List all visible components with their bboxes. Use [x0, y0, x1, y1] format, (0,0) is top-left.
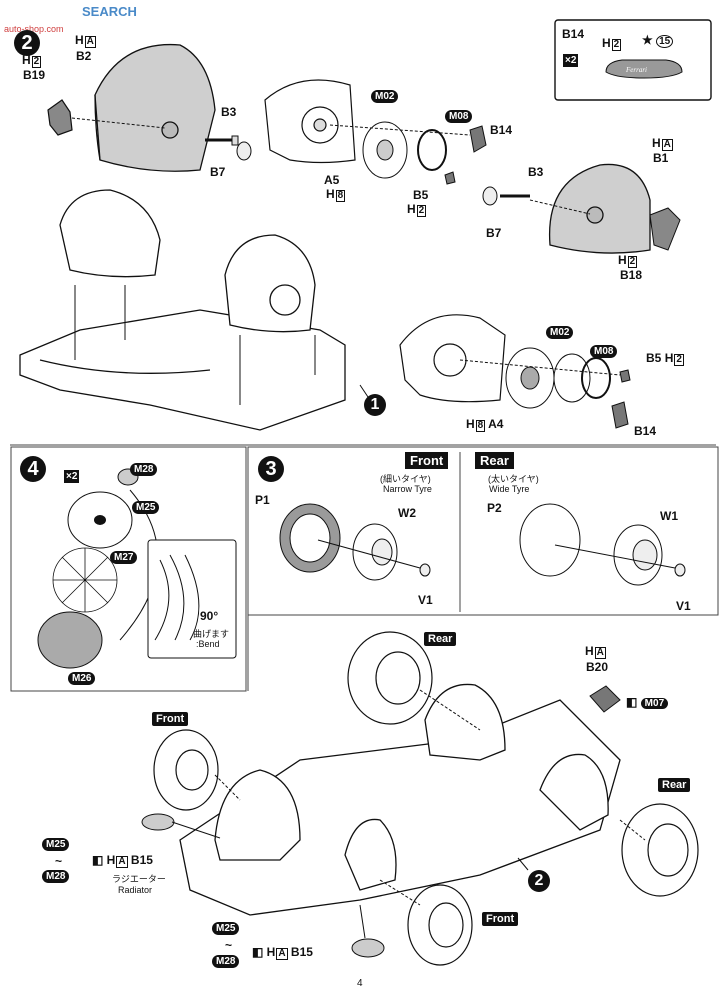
label-b5a: B5 — [413, 188, 429, 202]
rear-tyre-p2 — [519, 503, 581, 577]
radiator2-range-top: M25 — [212, 922, 240, 935]
main-chassis — [179, 683, 621, 916]
label-b14a: B14 — [490, 123, 513, 137]
svg-text:Ferrari: Ferrari — [625, 66, 647, 74]
label-m02a: M02 — [371, 90, 399, 103]
radiator1-jp: ラジエーター — [112, 874, 166, 884]
radiator1-tilde: ~ — [55, 854, 63, 868]
rear-header: Rear — [475, 452, 514, 469]
radiator1-en: Radiator — [118, 885, 153, 895]
wheel-arch-b1 — [548, 163, 651, 254]
rear-en: Wide Tyre — [489, 484, 530, 494]
label-m02b: M02 — [546, 326, 574, 339]
bend-jp: 曲げます — [193, 629, 230, 639]
front-header: Front — [405, 452, 449, 469]
rear-jp: (太いタイヤ) — [488, 474, 539, 484]
label-v1-front: V1 — [418, 593, 433, 607]
label-b7a: B7 — [210, 165, 226, 179]
label-b2: B2 — [76, 49, 92, 63]
radiator2-tilde: ~ — [225, 938, 233, 952]
label-m07: ◧ M07 — [626, 696, 669, 710]
bend-en: :Bend — [196, 639, 220, 649]
step-2-number: 2 — [14, 30, 40, 56]
hub-assembly-a5 — [264, 79, 356, 164]
label-b14b: B14 — [634, 424, 657, 438]
sub-step-1: 1 — [364, 394, 386, 416]
label-b3b: B3 — [528, 165, 544, 179]
label-b20: B20 — [586, 660, 609, 674]
label-b18: B18 — [620, 268, 643, 282]
step-4-x2: ×2 — [64, 470, 80, 483]
label-m28: M28 — [130, 463, 158, 476]
mesh-b20 — [589, 685, 621, 713]
tag-front-2: Front — [482, 912, 519, 926]
callout-part: B14 — [562, 27, 585, 41]
watermark-sub: auto-shop.com — [4, 24, 64, 34]
radiator-b15-1 — [141, 813, 175, 831]
tag-front-1: Front — [152, 712, 189, 726]
front-en: Narrow Tyre — [383, 484, 432, 494]
radiator-fan-m27 — [52, 547, 118, 613]
sub-step-2: 2 — [528, 870, 550, 892]
radiator-core-m26 — [37, 611, 103, 669]
radiator1-range-bottom: M28 — [42, 870, 70, 883]
tag-rear-1: Rear — [424, 632, 457, 646]
bend-angle: 90° — [200, 609, 219, 623]
label-b7b: B7 — [486, 226, 502, 240]
bracket-b19 — [47, 99, 73, 136]
label-m26: M26 — [68, 672, 96, 685]
label-p2: P2 — [487, 501, 502, 515]
callout-x2: ×2 — [563, 54, 579, 67]
label-b1: B1 — [653, 151, 669, 165]
label-m27: M27 — [110, 551, 138, 564]
label-m08a: M08 — [445, 110, 473, 123]
label-m08b: M08 — [590, 345, 618, 358]
chassis-tyres — [153, 631, 699, 966]
watermark: SEARCH — [2, 4, 137, 19]
step-3-number: 3 — [258, 456, 284, 482]
callout-paint: ★ 15 — [642, 34, 674, 48]
label-w1: W1 — [660, 509, 678, 523]
label-v1-rear: V1 — [676, 599, 691, 613]
wheel-arch-b2 — [94, 43, 216, 172]
front-chassis — [19, 189, 346, 431]
label-m25: M25 — [132, 501, 160, 514]
hub-assembly-a4 — [399, 314, 506, 403]
label-b19: B19 — [23, 68, 46, 82]
radiator-b15-2 — [351, 938, 385, 958]
watermark-site: SEARCH — [82, 4, 137, 19]
radiator1-range-top: M25 — [42, 838, 70, 851]
label-a5: A5 — [324, 173, 340, 187]
front-jp: (細いタイヤ) — [380, 474, 431, 484]
label-w2: W2 — [398, 506, 416, 520]
label-b3a: B3 — [221, 105, 237, 119]
page-number: 4 — [357, 978, 363, 989]
callout-box — [554, 19, 712, 101]
tag-rear-2: Rear — [658, 778, 691, 792]
step-4-number: 4 — [20, 456, 46, 482]
label-p1: P1 — [255, 493, 270, 507]
radiator2-range-bottom: M28 — [212, 955, 240, 968]
